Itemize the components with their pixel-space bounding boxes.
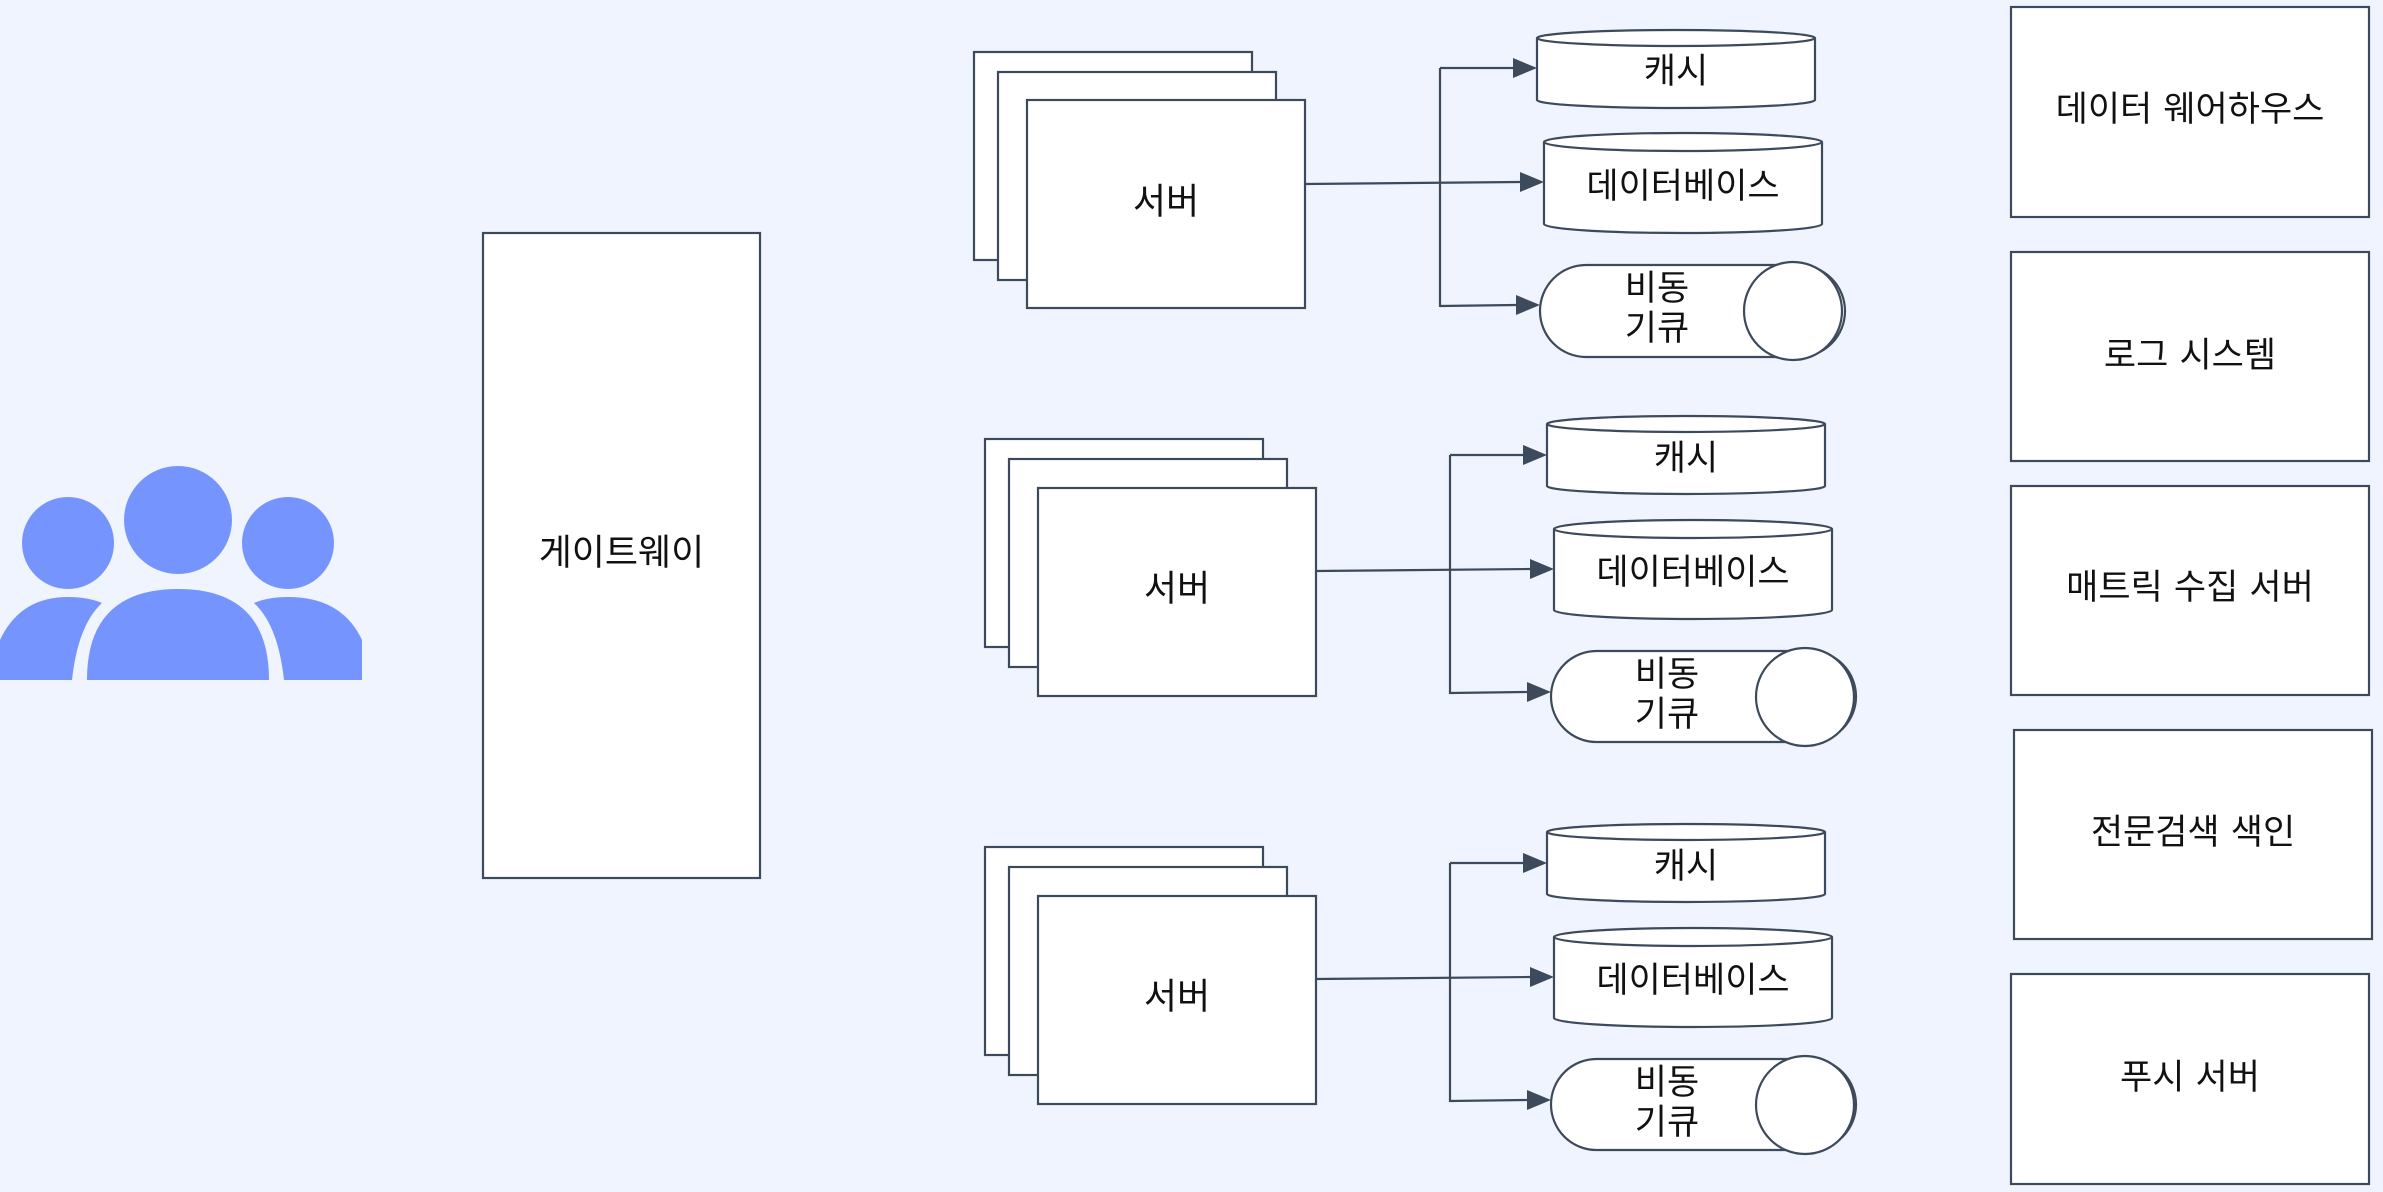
- cluster-3: 서버 캐시 데이터베이스 비동 기큐: [983, 822, 1858, 1156]
- users-group-icon: [0, 466, 362, 680]
- queue-label-line2: 기큐: [1635, 1103, 1699, 1143]
- service-push-server: 푸시 서버: [2009, 972, 2371, 1186]
- arrowhead: [1530, 967, 1554, 987]
- shared-services: 데이터 웨어하우스 로그 시스템 매트릭 수집 서버 전문검색 색인 푸시 서버: [2009, 5, 2374, 1186]
- cache-cylinder: 캐시: [1535, 28, 1817, 110]
- gateway-box: [481, 231, 762, 880]
- connector-server-database: [1304, 180, 1521, 186]
- queue-label-line1: 비동: [1635, 655, 1699, 695]
- async-queue: 비동 기큐: [1538, 260, 1847, 362]
- arrowhead: [1523, 445, 1547, 465]
- cache-label: 캐시: [1644, 52, 1708, 92]
- arrowhead: [1520, 172, 1544, 192]
- queue-end: [1754, 646, 1856, 748]
- service-label: 푸시 서버: [2120, 1058, 2260, 1098]
- arrowhead: [1513, 58, 1537, 78]
- queue-label-line2: 기큐: [1635, 695, 1699, 735]
- gateway-label: 게이트웨이: [539, 533, 705, 574]
- service-metrics-server: 매트릭 수집 서버: [2009, 484, 2371, 697]
- service-label: 로그 시스템: [2104, 336, 2276, 376]
- async-queue: 비동 기큐: [1549, 646, 1858, 748]
- cache-label: 캐시: [1654, 439, 1718, 479]
- queue-label-line1: 비동: [1625, 269, 1689, 309]
- arrowhead: [1527, 682, 1551, 702]
- user-center-head: [124, 466, 232, 574]
- cluster-2: 서버 캐시 데이터베이스 비동 기큐: [983, 414, 1858, 748]
- arrowhead: [1527, 1090, 1551, 1110]
- arrowhead: [1530, 559, 1554, 579]
- service-fulltext-search-index: 전문검색 색인: [2012, 728, 2374, 941]
- database-label: 데이터베이스: [1586, 167, 1779, 207]
- database-label: 데이터베이스: [1596, 553, 1789, 593]
- queue-label-line2: 기큐: [1625, 309, 1689, 349]
- service-box: [2009, 5, 2371, 219]
- user-right-body: [254, 597, 362, 680]
- service-box: [2009, 972, 2371, 1186]
- server-label: 서버: [1133, 182, 1199, 223]
- queue-label-line1: 비동: [1635, 1063, 1699, 1103]
- connector-queue: [1449, 1098, 1528, 1103]
- service-log-system: 로그 시스템: [2009, 250, 2371, 463]
- connector-server-database: [1315, 567, 1531, 573]
- service-label: 전문검색 색인: [2091, 813, 2295, 853]
- connector-queue: [1449, 690, 1528, 695]
- database-cylinder: 데이터베이스: [1552, 926, 1834, 1029]
- user-right-head: [242, 497, 334, 589]
- service-box: [2012, 728, 2374, 941]
- server-box: [1036, 894, 1318, 1106]
- arrowhead: [1523, 853, 1547, 873]
- queue-end: [1742, 260, 1844, 362]
- queue-end: [1754, 1054, 1856, 1156]
- service-label: 매트릭 수집 서버: [2066, 568, 2314, 608]
- server-label: 서버: [1144, 569, 1210, 610]
- server-box: [1036, 486, 1318, 698]
- arrowhead: [1516, 295, 1540, 315]
- cache-cylinder: 캐시: [1545, 414, 1827, 496]
- user-center-body: [87, 589, 269, 680]
- database-cylinder: 데이터베이스: [1552, 518, 1834, 621]
- database-label: 데이터베이스: [1596, 961, 1789, 1001]
- user-left-head: [22, 497, 114, 589]
- async-queue: 비동 기큐: [1549, 1054, 1858, 1156]
- server-label: 서버: [1144, 977, 1210, 1018]
- service-box: [2009, 250, 2371, 463]
- cluster-1: 서버 캐시 데이터베이스 비동 기큐: [972, 28, 1847, 362]
- service-data-warehouse: 데이터 웨어하우스: [2009, 5, 2371, 219]
- service-box: [2009, 484, 2371, 697]
- user-left-body: [0, 597, 102, 680]
- database-cylinder: 데이터베이스: [1542, 131, 1824, 235]
- cache-label: 캐시: [1654, 847, 1718, 887]
- service-label: 데이터 웨어하우스: [2056, 90, 2325, 130]
- connector-queue: [1439, 303, 1517, 308]
- gateway: 게이트웨이: [481, 231, 762, 880]
- server-box: [1025, 98, 1307, 310]
- connector-server-database: [1315, 975, 1531, 981]
- cache-cylinder: 캐시: [1545, 822, 1827, 904]
